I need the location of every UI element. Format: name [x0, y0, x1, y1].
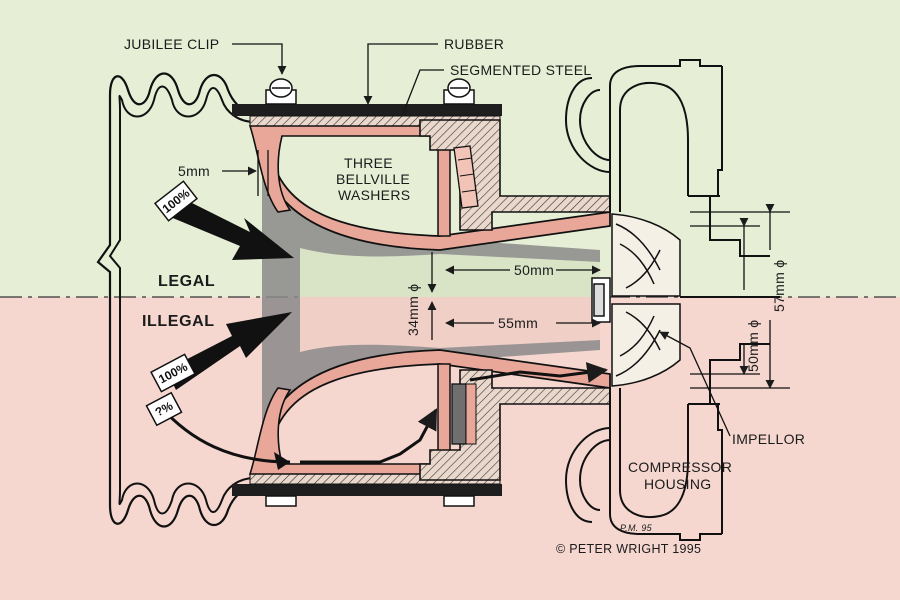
artist-initials: P.M. 95	[620, 523, 653, 533]
label-legal: LEGAL	[158, 273, 215, 290]
flow-arrow-washer	[469, 362, 609, 383]
flow-arrow-top	[168, 196, 294, 260]
label-copyright: © PETER WRIGHT 1995	[556, 542, 701, 556]
label-three: THREE	[344, 155, 393, 171]
label-washers: WASHERS	[338, 187, 410, 203]
label-rubber: RUBBER	[444, 36, 504, 52]
flow-tag-bottom: ?%	[145, 391, 183, 427]
jubilee-clip-left	[265, 78, 297, 105]
label-5mm: 5mm	[178, 163, 210, 179]
label-jubilee-clip: JUBILEE CLIP	[124, 36, 219, 52]
label-57mm-phi: 57mm ϕ	[771, 260, 787, 312]
mount-web-top	[437, 135, 451, 237]
jubilee-clip-bottom-left	[265, 495, 297, 507]
leader-lines	[232, 43, 731, 437]
label-55mm: 55mm	[498, 315, 538, 331]
mount-web-bottom	[437, 363, 451, 465]
compressor-housing	[564, 59, 770, 541]
label-50mm: 50mm	[514, 262, 554, 278]
dimension-lines	[222, 150, 790, 389]
bellville-washers-top	[453, 145, 479, 209]
label-34mm: 34mm ϕ	[405, 284, 421, 336]
label-compressor: COMPRESSOR	[628, 459, 732, 475]
flow-arrow-bypass	[300, 408, 438, 464]
flow-arrow-low-head	[274, 452, 290, 470]
rubber-hose-bottom	[108, 297, 256, 528]
rubber-hose-bottom-inner	[118, 297, 256, 515]
flow-arrow-mid	[166, 312, 292, 390]
jubilee-clip-right	[443, 78, 475, 105]
label-illegal: ILLEGAL	[142, 313, 215, 330]
label-housing: HOUSING	[644, 476, 711, 492]
rubber-band-bottom	[232, 484, 502, 496]
bellville-washers-bottom	[451, 383, 477, 445]
label-50mm-phi: 50mm ϕ	[745, 320, 761, 372]
label-impellor: IMPELLOR	[732, 431, 805, 447]
flow-tag-mid: 100%	[150, 353, 196, 393]
impellor	[591, 213, 681, 387]
rubber-hose-top	[96, 72, 256, 297]
rubber-hose-top-inner	[108, 85, 256, 297]
label-bellville: BELLVILLE	[336, 171, 410, 187]
rubber-band-top	[232, 104, 502, 116]
label-segmented-steel: SEGMENTED STEEL	[450, 62, 591, 78]
jubilee-clip-bottom-right	[443, 495, 475, 507]
